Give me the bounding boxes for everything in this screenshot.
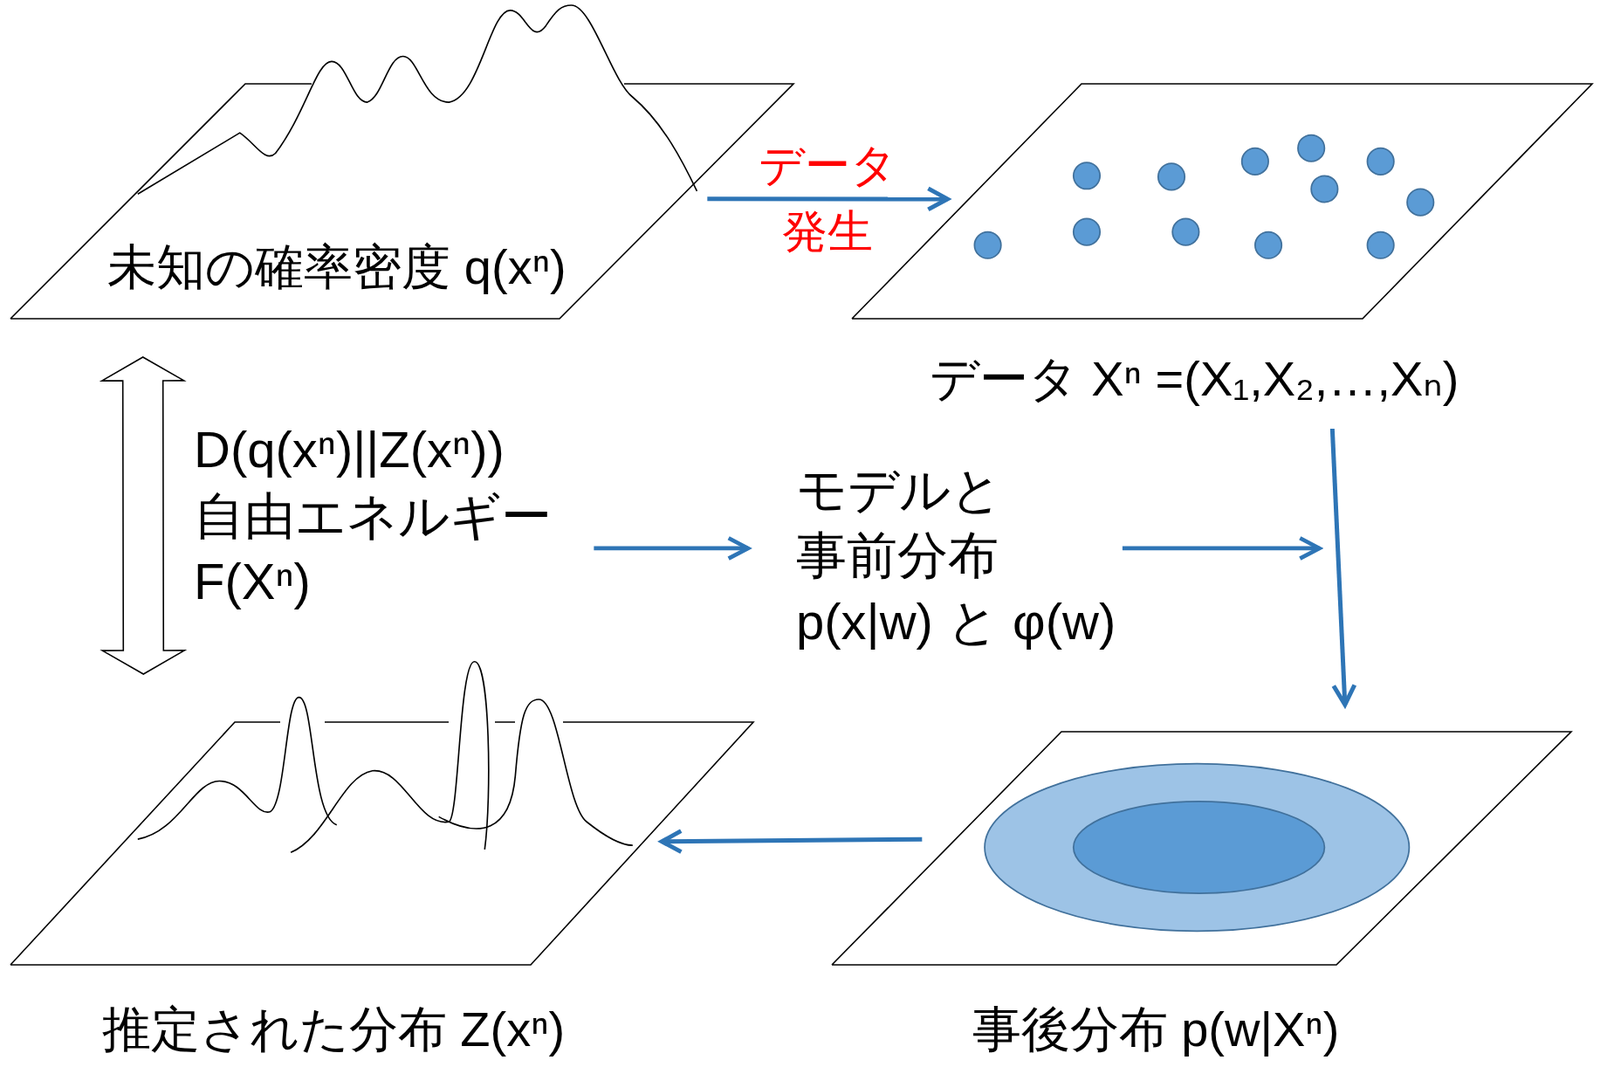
- panel-caption: 事後分布 p(w|Xⁿ): [972, 999, 1340, 1058]
- flow-arrow: [1122, 546, 1320, 551]
- panel-edge: [851, 83, 1593, 319]
- panel-node: 事後分布 p(w|Xⁿ): [831, 704, 1572, 1062]
- estimated-peaks: [137, 661, 633, 853]
- density-curve: [137, 5, 698, 194]
- edge-label: D(q(xⁿ)||Z(xⁿ)) 自由エネルギー F(Xⁿ): [193, 416, 552, 614]
- panel-caption: データ Xⁿ =(X₁,X₂,…,Xₙ): [929, 349, 1460, 408]
- panel-edge: [831, 731, 1572, 965]
- panel-node: 未知の確率密度 q(xⁿ): [10, 83, 794, 319]
- flow-arrow: [707, 196, 948, 201]
- double-arrow: [102, 357, 186, 674]
- posterior-inner: [1073, 801, 1326, 893]
- flow-arrow: [661, 838, 922, 842]
- panel-edge: [10, 721, 754, 965]
- flow-arrow: [593, 546, 749, 551]
- data-points: [974, 135, 1434, 259]
- panel-node: データ Xⁿ =(X₁,X₂,…,Xₙ): [851, 83, 1593, 429]
- edge-label: データ 発生: [758, 132, 897, 265]
- panel-caption: 未知の確率密度 q(xⁿ): [107, 237, 566, 296]
- posterior-outer: [984, 763, 1409, 932]
- flow-arrow: [1332, 428, 1345, 705]
- model-label: モデルと 事前分布 p(x|w) と φ(w): [796, 456, 1118, 654]
- panel-edge: [10, 83, 794, 319]
- panel-caption: 推定された分布 Z(xⁿ): [102, 999, 566, 1058]
- panel-node: 推定された分布 Z(xⁿ): [10, 673, 754, 1062]
